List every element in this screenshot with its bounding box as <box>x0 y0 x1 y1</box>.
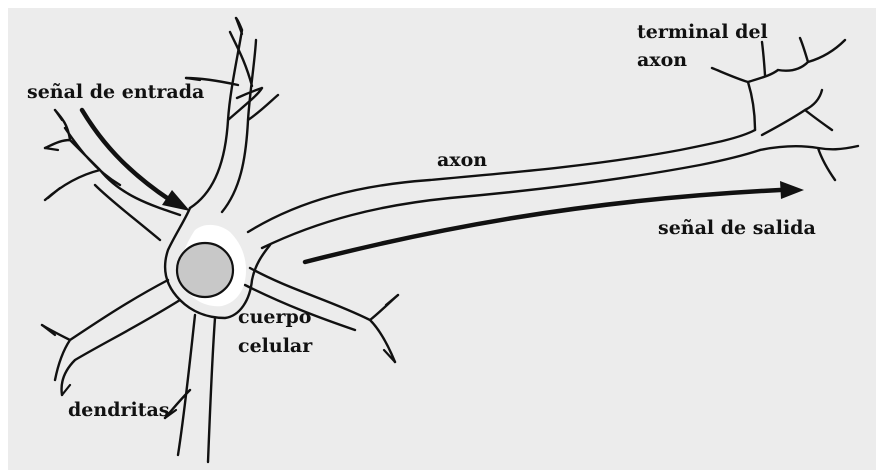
cell-body-label-line1: cuerpo <box>238 305 311 329</box>
output-signal-label: señal de salida <box>658 216 816 240</box>
axon-terminal-label-line2: axon <box>637 48 687 72</box>
input-signal-label: señal de entrada <box>27 80 204 104</box>
nucleus <box>177 243 233 297</box>
cell-body-label-line2: celular <box>238 334 312 358</box>
axon-terminal-label-line1: terminal del <box>637 20 768 44</box>
dendrites-label: dendritas <box>68 398 170 422</box>
axon-label: axon <box>437 148 487 172</box>
